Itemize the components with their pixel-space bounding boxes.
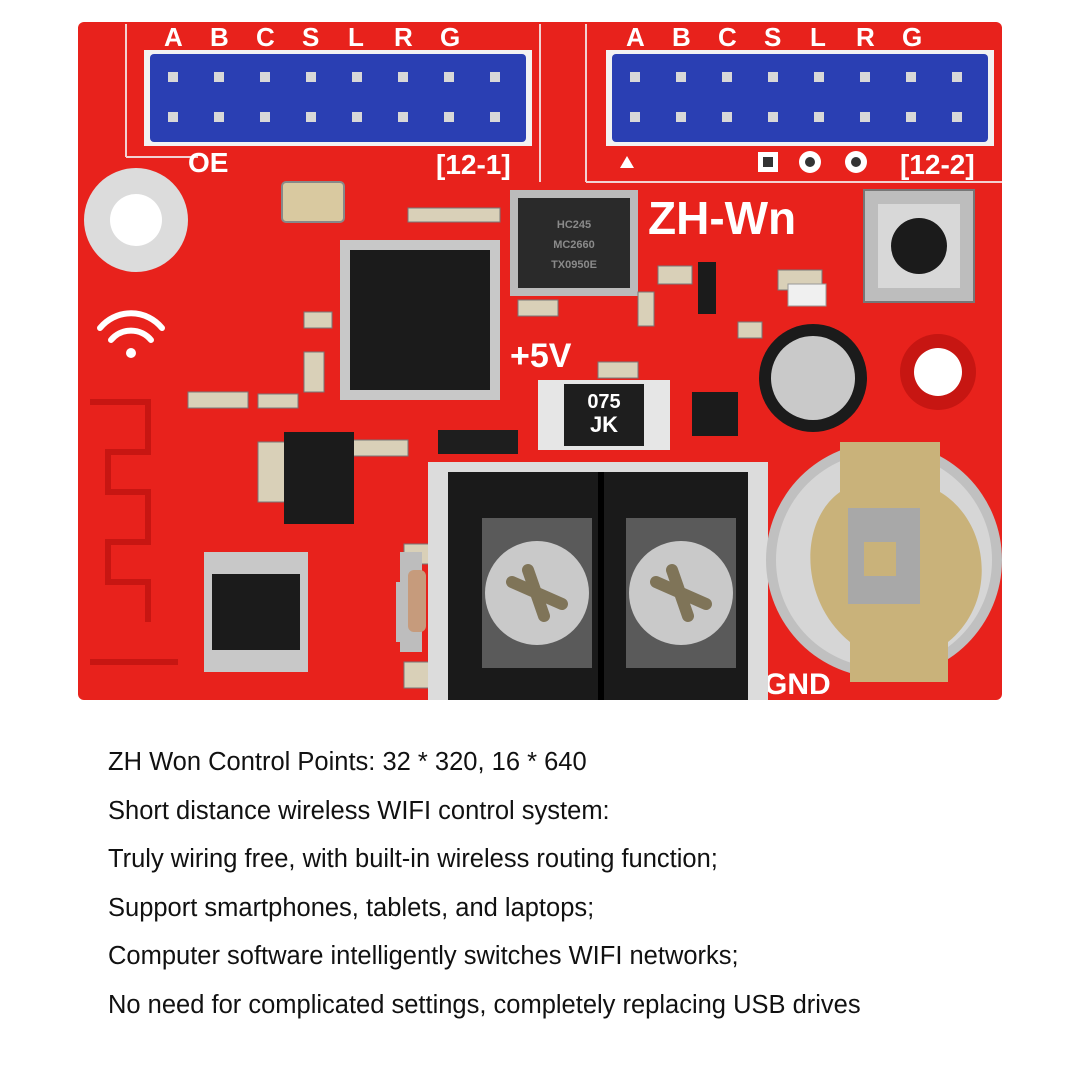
- transistor: [698, 262, 716, 314]
- current-sense-resistor: JK 075: [538, 380, 670, 450]
- wifi-icon: [97, 310, 165, 358]
- header-12-1: [144, 50, 532, 146]
- capacitor: [759, 324, 867, 432]
- resistor-marking-2: 075: [587, 391, 620, 413]
- header-pin: [306, 112, 316, 122]
- silkscreen-lines: [125, 24, 1002, 183]
- header-pin: [906, 112, 916, 122]
- header-pins-left: [150, 54, 526, 142]
- regulator-chip: [692, 392, 738, 436]
- header-pin: [814, 72, 824, 82]
- diode-top: [438, 430, 518, 454]
- header-pin: [490, 72, 500, 82]
- description-line-1: ZH Won Control Points: 32 * 320, 16 * 64…: [108, 748, 587, 776]
- header-pin: [444, 112, 454, 122]
- pin1-marker: [620, 156, 634, 168]
- header-pin: [398, 72, 408, 82]
- model-label: ZH-Wn: [648, 192, 796, 244]
- chip-marking: MC2660: [553, 239, 595, 251]
- header-signal-label: L: [810, 22, 826, 52]
- header-pin: [722, 112, 732, 122]
- power-label: +5V: [510, 337, 572, 375]
- header-pin: [352, 112, 362, 122]
- header-pin: [168, 72, 178, 82]
- coin-cell-holder: [766, 442, 1002, 682]
- header-signal-label: B: [672, 22, 691, 52]
- header-signal-label: R: [856, 22, 875, 52]
- description-line-5: Computer software intelligently switches…: [108, 942, 739, 970]
- header-pin: [952, 72, 962, 82]
- eeprom-chip-bottom: [204, 552, 308, 672]
- header-pin: [444, 72, 454, 82]
- header-signal-label: A: [164, 22, 183, 52]
- header-signal-label: C: [256, 22, 275, 52]
- chip-marking: TX0950E: [551, 259, 597, 271]
- header-pin: [676, 112, 686, 122]
- header-signal-label: C: [718, 22, 737, 52]
- resistor-marking-1: JK: [590, 412, 618, 437]
- description-line-3: Truly wiring free, with built-in wireles…: [108, 845, 718, 873]
- oe-label: OE: [188, 147, 228, 178]
- header-pin: [768, 72, 778, 82]
- header-pin: [906, 72, 916, 82]
- description-line-2: Short distance wireless WIFI control sys…: [108, 796, 610, 825]
- header-pin: [214, 72, 224, 82]
- header-pin: [630, 112, 640, 122]
- power-terminal-block: [428, 462, 768, 700]
- product-description: ZH Won Control Points: 32 * 320, 16 * 64…: [108, 738, 1048, 1029]
- description-line-4: Support smartphones, tablets, and laptop…: [108, 893, 595, 922]
- header-pin: [952, 112, 962, 122]
- header-pin: [768, 112, 778, 122]
- header-right-id: [12-2]: [900, 149, 975, 180]
- header-signal-label: S: [302, 22, 319, 52]
- antenna-traces: [90, 399, 178, 665]
- header-pin: [490, 112, 500, 122]
- header-pin: [260, 72, 270, 82]
- header-pin: [260, 112, 270, 122]
- crystal-oscillator: [281, 181, 345, 223]
- header-pins-right: [612, 54, 988, 142]
- diode-side: [408, 570, 426, 632]
- header-pin: [398, 112, 408, 122]
- status-led: [787, 283, 827, 307]
- mcu-chip: [340, 240, 500, 400]
- header-pin: [306, 72, 316, 82]
- header-pin: [168, 112, 178, 122]
- header-pin: [630, 72, 640, 82]
- mounting-hole-right: [914, 348, 962, 396]
- header-pin: [860, 112, 870, 122]
- header-signal-label: G: [902, 22, 922, 52]
- header-pin: [860, 72, 870, 82]
- header-signal-label: A: [626, 22, 645, 52]
- header-signal-label: B: [210, 22, 229, 52]
- reset-button[interactable]: [863, 189, 975, 303]
- header-signal-label: G: [440, 22, 460, 52]
- header-pin: [676, 72, 686, 82]
- header-pin: [214, 112, 224, 122]
- eeprom-chip-top: [284, 432, 354, 524]
- header-pin: [352, 72, 362, 82]
- header-pin: [722, 72, 732, 82]
- header-signal-label: S: [764, 22, 781, 52]
- ground-label: GND: [764, 668, 831, 700]
- header-pin: [814, 112, 824, 122]
- mounting-hole-left: [110, 194, 162, 246]
- description-line-6: No need for complicated settings, comple…: [108, 990, 861, 1019]
- header-left-id: [12-1]: [436, 149, 511, 180]
- header-12-2: [606, 50, 994, 146]
- header-signal-label: R: [394, 22, 413, 52]
- chip-marking: HC245: [557, 219, 591, 231]
- header-signal-label: L: [348, 22, 364, 52]
